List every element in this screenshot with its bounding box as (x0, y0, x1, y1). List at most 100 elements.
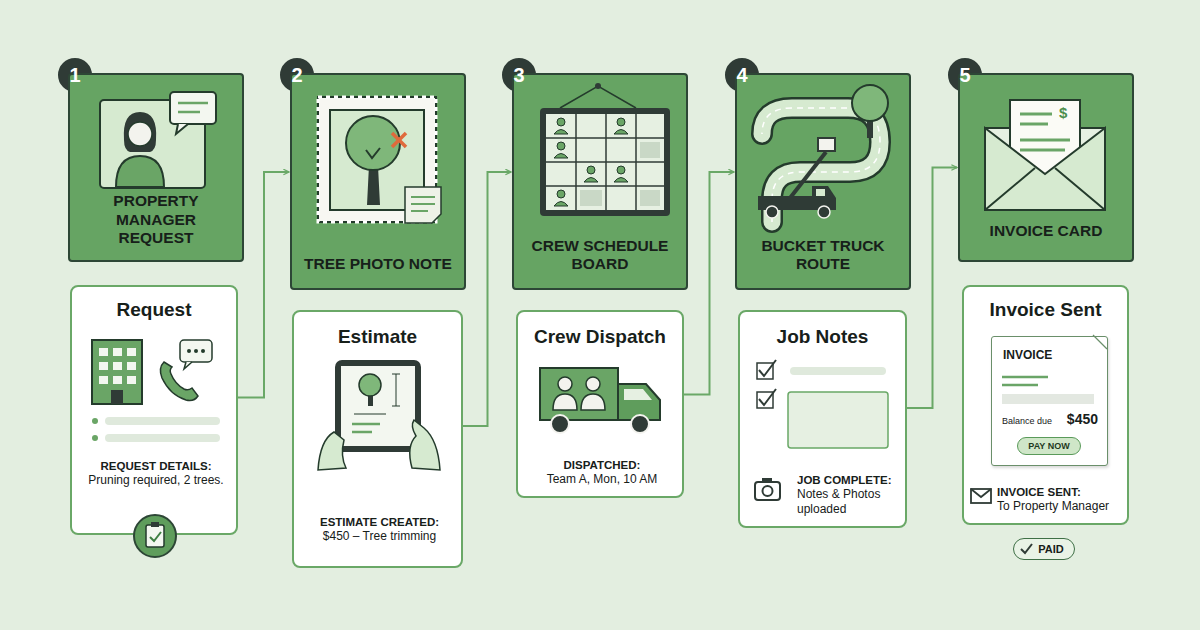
dispatch-truck (558, 377, 572, 391)
crew-icon (554, 202, 568, 207)
detail-card: RequestREQUEST DETAILS:Pruning required,… (70, 285, 238, 535)
tablet-icon (352, 431, 372, 434)
detail-text: $450 – Tree trimming (302, 529, 457, 544)
tree-icon (852, 85, 888, 138)
check-icon (1021, 544, 1032, 553)
envelope-icon (1020, 113, 1052, 116)
clipboard-badge (150, 532, 161, 541)
crew-icon (557, 190, 565, 198)
hands-icon (410, 420, 440, 470)
mail-icon (971, 489, 991, 497)
crew-icon (554, 118, 628, 206)
clipboard-badge (134, 515, 176, 557)
building-icon (127, 348, 136, 356)
tablet-icon (335, 360, 421, 452)
hands-icon (318, 420, 440, 470)
envelope-icon (1020, 149, 1065, 152)
crew-icon (617, 166, 625, 174)
dispatch-truck (631, 415, 649, 433)
photo-stamp (366, 148, 380, 158)
schedule-board (580, 190, 602, 206)
schedule-board (540, 83, 670, 216)
checklist-icon (790, 367, 886, 375)
envelope-icon (1020, 123, 1048, 126)
card-detail: ESTIMATE CREATED:$450 – Tree trimming (302, 515, 457, 544)
detail-label: REQUEST DETAILS: (80, 459, 232, 473)
bucket-truck (766, 206, 778, 218)
schedule-board (546, 137, 664, 139)
building-icon (111, 390, 123, 404)
crew-icon (617, 118, 625, 126)
balance-amount: $450 (1067, 411, 1098, 427)
card-title: Estimate (294, 326, 461, 348)
camera-icon (763, 486, 773, 496)
sticky-note (411, 210, 428, 212)
sticky-note (411, 203, 435, 205)
card-title: Crew Dispatch (518, 326, 682, 348)
hands-icon (318, 432, 346, 470)
building-icon (113, 362, 122, 370)
dispatch-truck (586, 377, 600, 391)
building-icon (92, 340, 142, 404)
building-icon (127, 362, 136, 370)
phone-icon (160, 340, 212, 401)
phone-icon (160, 362, 198, 401)
detail-text: To Property Manager (997, 499, 1125, 514)
invoice-lines (1002, 394, 1094, 404)
dispatch-truck (551, 415, 569, 433)
cross-mark (392, 133, 406, 147)
phone-icon (184, 362, 192, 369)
person-icon (116, 156, 164, 187)
bucket-truck (758, 196, 814, 210)
crew-icon (584, 178, 598, 183)
schedule-board (546, 161, 664, 163)
dispatch-truck (540, 368, 618, 420)
step-number-text: 1 (69, 64, 80, 87)
crew-icon (587, 166, 595, 174)
building-icon (99, 376, 108, 384)
tablet-icon (354, 414, 386, 415)
photo-stamp (318, 97, 436, 222)
speech-bubble (170, 92, 216, 134)
building-icon (113, 376, 122, 384)
crew-icon (614, 178, 628, 183)
flow-connector (684, 172, 734, 395)
camera-icon (762, 478, 772, 482)
clipboard-badge (134, 515, 176, 557)
button-text: PAY NOW (1028, 441, 1069, 451)
detail-label: DISPATCHED: (526, 458, 678, 472)
checklist-icon (759, 389, 776, 405)
speech-bubble (178, 111, 200, 114)
stage-caption: INVOICE CARD (990, 222, 1103, 241)
detail-text: Pruning required, 2 trees. (80, 473, 232, 488)
invoice-lines (1093, 335, 1107, 349)
speech-bubble (176, 124, 188, 134)
dispatch-truck (540, 368, 660, 433)
card-detail: INVOICE SENT:To Property Manager (997, 485, 1125, 514)
detail-label: JOB COMPLETE: (797, 473, 901, 487)
bucket-truck (818, 206, 830, 218)
bucket-truck (758, 138, 836, 218)
text-placeholder (92, 418, 98, 424)
tablet-icon (352, 423, 380, 426)
stage-caption: TREE PHOTO NOTE (304, 255, 452, 274)
detail-label: INVOICE SENT: (997, 485, 1125, 499)
card-detail: DISPATCHED:Team A, Mon, 10 AM (526, 458, 678, 487)
schedule-board (560, 86, 636, 108)
card-title: Invoice Sent (964, 299, 1127, 321)
crew-icon (557, 142, 565, 150)
balance-row: Balance due $450 (1002, 411, 1098, 427)
checklist-icon (759, 360, 776, 376)
stage-caption: CREW SCHEDULE BOARD (523, 237, 678, 274)
mail-icon (971, 489, 991, 503)
step-number-text: 5 (959, 64, 970, 87)
bucket-truck (816, 189, 825, 196)
envelope-icon (985, 128, 1105, 210)
card-detail: JOB COMPLETE:Notes & Photos uploaded (797, 473, 901, 517)
building-icon (113, 348, 122, 356)
status-text: PAID (1038, 543, 1063, 555)
checklist-icon (788, 392, 888, 448)
camera-icon (755, 482, 780, 500)
balance-label: Balance due (1002, 416, 1052, 426)
building-icon (99, 348, 108, 356)
